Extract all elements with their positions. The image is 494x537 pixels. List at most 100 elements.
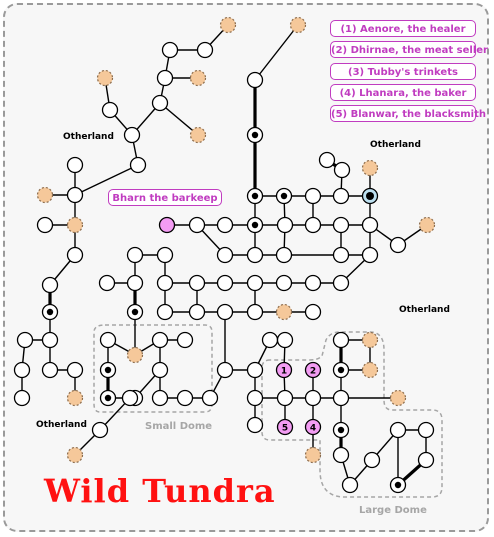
- map-exit-node[interactable]: [96, 69, 114, 87]
- map-node[interactable]: [66, 361, 84, 379]
- map-node[interactable]: [66, 246, 84, 264]
- map-node[interactable]: [151, 94, 169, 112]
- map-exit-node[interactable]: [389, 389, 407, 407]
- map-node[interactable]: [417, 421, 435, 439]
- map-node[interactable]: [201, 389, 219, 407]
- map-node[interactable]: [98, 274, 116, 292]
- map-node[interactable]: [41, 276, 59, 294]
- map-node[interactable]: [216, 361, 234, 379]
- map-exit-node[interactable]: [361, 361, 379, 379]
- map-exit-node[interactable]: [289, 16, 307, 34]
- map-node[interactable]: [304, 187, 322, 205]
- map-node[interactable]: [188, 274, 206, 292]
- map-node[interactable]: [16, 331, 34, 349]
- shop-node-4[interactable]: [304, 418, 322, 436]
- map-node[interactable]: [41, 361, 59, 379]
- map-node[interactable]: [151, 389, 169, 407]
- map-node[interactable]: [66, 186, 84, 204]
- map-node[interactable]: [332, 216, 350, 234]
- map-node[interactable]: [361, 216, 379, 234]
- map-node[interactable]: [216, 216, 234, 234]
- map-exit-node[interactable]: [361, 331, 379, 349]
- map-node[interactable]: [156, 303, 174, 321]
- map-node[interactable]: [276, 216, 294, 234]
- map-node[interactable]: [333, 161, 351, 179]
- map-exit-node[interactable]: [66, 446, 84, 464]
- map-node[interactable]: [99, 331, 117, 349]
- map-node[interactable]: [332, 331, 350, 349]
- map-node[interactable]: [246, 361, 264, 379]
- map-node[interactable]: [101, 101, 119, 119]
- map-node[interactable]: [156, 246, 174, 264]
- map-exit-node[interactable]: [36, 186, 54, 204]
- node-center-dot: [280, 192, 288, 200]
- map-exit-node[interactable]: [66, 389, 84, 407]
- map-node[interactable]: [246, 303, 264, 321]
- map-node[interactable]: [188, 303, 206, 321]
- map-exit-node[interactable]: [304, 446, 322, 464]
- map-node[interactable]: [151, 361, 169, 379]
- map-node[interactable]: [304, 216, 322, 234]
- map-node[interactable]: [246, 71, 264, 89]
- barkeep-node[interactable]: [158, 216, 176, 234]
- map-node[interactable]: [332, 274, 350, 292]
- map-node[interactable]: [216, 303, 234, 321]
- map-node[interactable]: [66, 156, 84, 174]
- map-node[interactable]: [13, 361, 31, 379]
- map-node[interactable]: [123, 126, 141, 144]
- map-node[interactable]: [332, 246, 350, 264]
- shop-node-1[interactable]: [275, 361, 293, 379]
- map-exit-node[interactable]: [361, 159, 379, 177]
- map-node[interactable]: [176, 389, 194, 407]
- map-node[interactable]: [304, 303, 322, 321]
- map-exit-node[interactable]: [219, 16, 237, 34]
- map-exit-node[interactable]: [275, 303, 293, 321]
- map-node[interactable]: [216, 274, 234, 292]
- map-node[interactable]: [261, 331, 279, 349]
- map-node[interactable]: [161, 41, 179, 59]
- map-node[interactable]: [246, 416, 264, 434]
- map-exit-node[interactable]: [126, 346, 144, 364]
- map-node[interactable]: [121, 389, 139, 407]
- map-node[interactable]: [332, 187, 350, 205]
- map-node[interactable]: [129, 156, 147, 174]
- map-node[interactable]: [332, 389, 350, 407]
- map-node[interactable]: [304, 389, 322, 407]
- map-node[interactable]: [389, 236, 407, 254]
- map-node[interactable]: [36, 216, 54, 234]
- map-node[interactable]: [151, 331, 169, 349]
- map-node[interactable]: [275, 246, 293, 264]
- shop-node-5[interactable]: [276, 418, 294, 436]
- map-node[interactable]: [361, 246, 379, 264]
- map-exit-node[interactable]: [418, 216, 436, 234]
- map-node[interactable]: [126, 246, 144, 264]
- map-node[interactable]: [363, 451, 381, 469]
- map-node[interactable]: [246, 246, 264, 264]
- map-node[interactable]: [275, 274, 293, 292]
- map-node[interactable]: [276, 389, 294, 407]
- map-node[interactable]: [41, 331, 59, 349]
- map-node[interactable]: [417, 451, 435, 469]
- node-center-dot: [394, 481, 402, 489]
- map-node[interactable]: [156, 69, 174, 87]
- map-exit-node[interactable]: [189, 126, 207, 144]
- map-node[interactable]: [176, 331, 194, 349]
- map-node[interactable]: [304, 274, 322, 292]
- map-node[interactable]: [188, 216, 206, 234]
- map-node[interactable]: [216, 246, 234, 264]
- map-node[interactable]: [318, 151, 336, 169]
- map-node[interactable]: [389, 421, 407, 439]
- map-node[interactable]: [126, 274, 144, 292]
- map-node[interactable]: [156, 274, 174, 292]
- map-exit-node[interactable]: [189, 69, 207, 87]
- map-node[interactable]: [246, 389, 264, 407]
- map-node[interactable]: [13, 389, 31, 407]
- map-node[interactable]: [246, 274, 264, 292]
- map-node[interactable]: [341, 476, 359, 494]
- map-node[interactable]: [332, 446, 350, 464]
- map-exit-node[interactable]: [66, 216, 84, 234]
- map-node[interactable]: [196, 41, 214, 59]
- map-node[interactable]: [276, 331, 294, 349]
- shop-node-2[interactable]: [304, 361, 322, 379]
- map-node[interactable]: [91, 421, 109, 439]
